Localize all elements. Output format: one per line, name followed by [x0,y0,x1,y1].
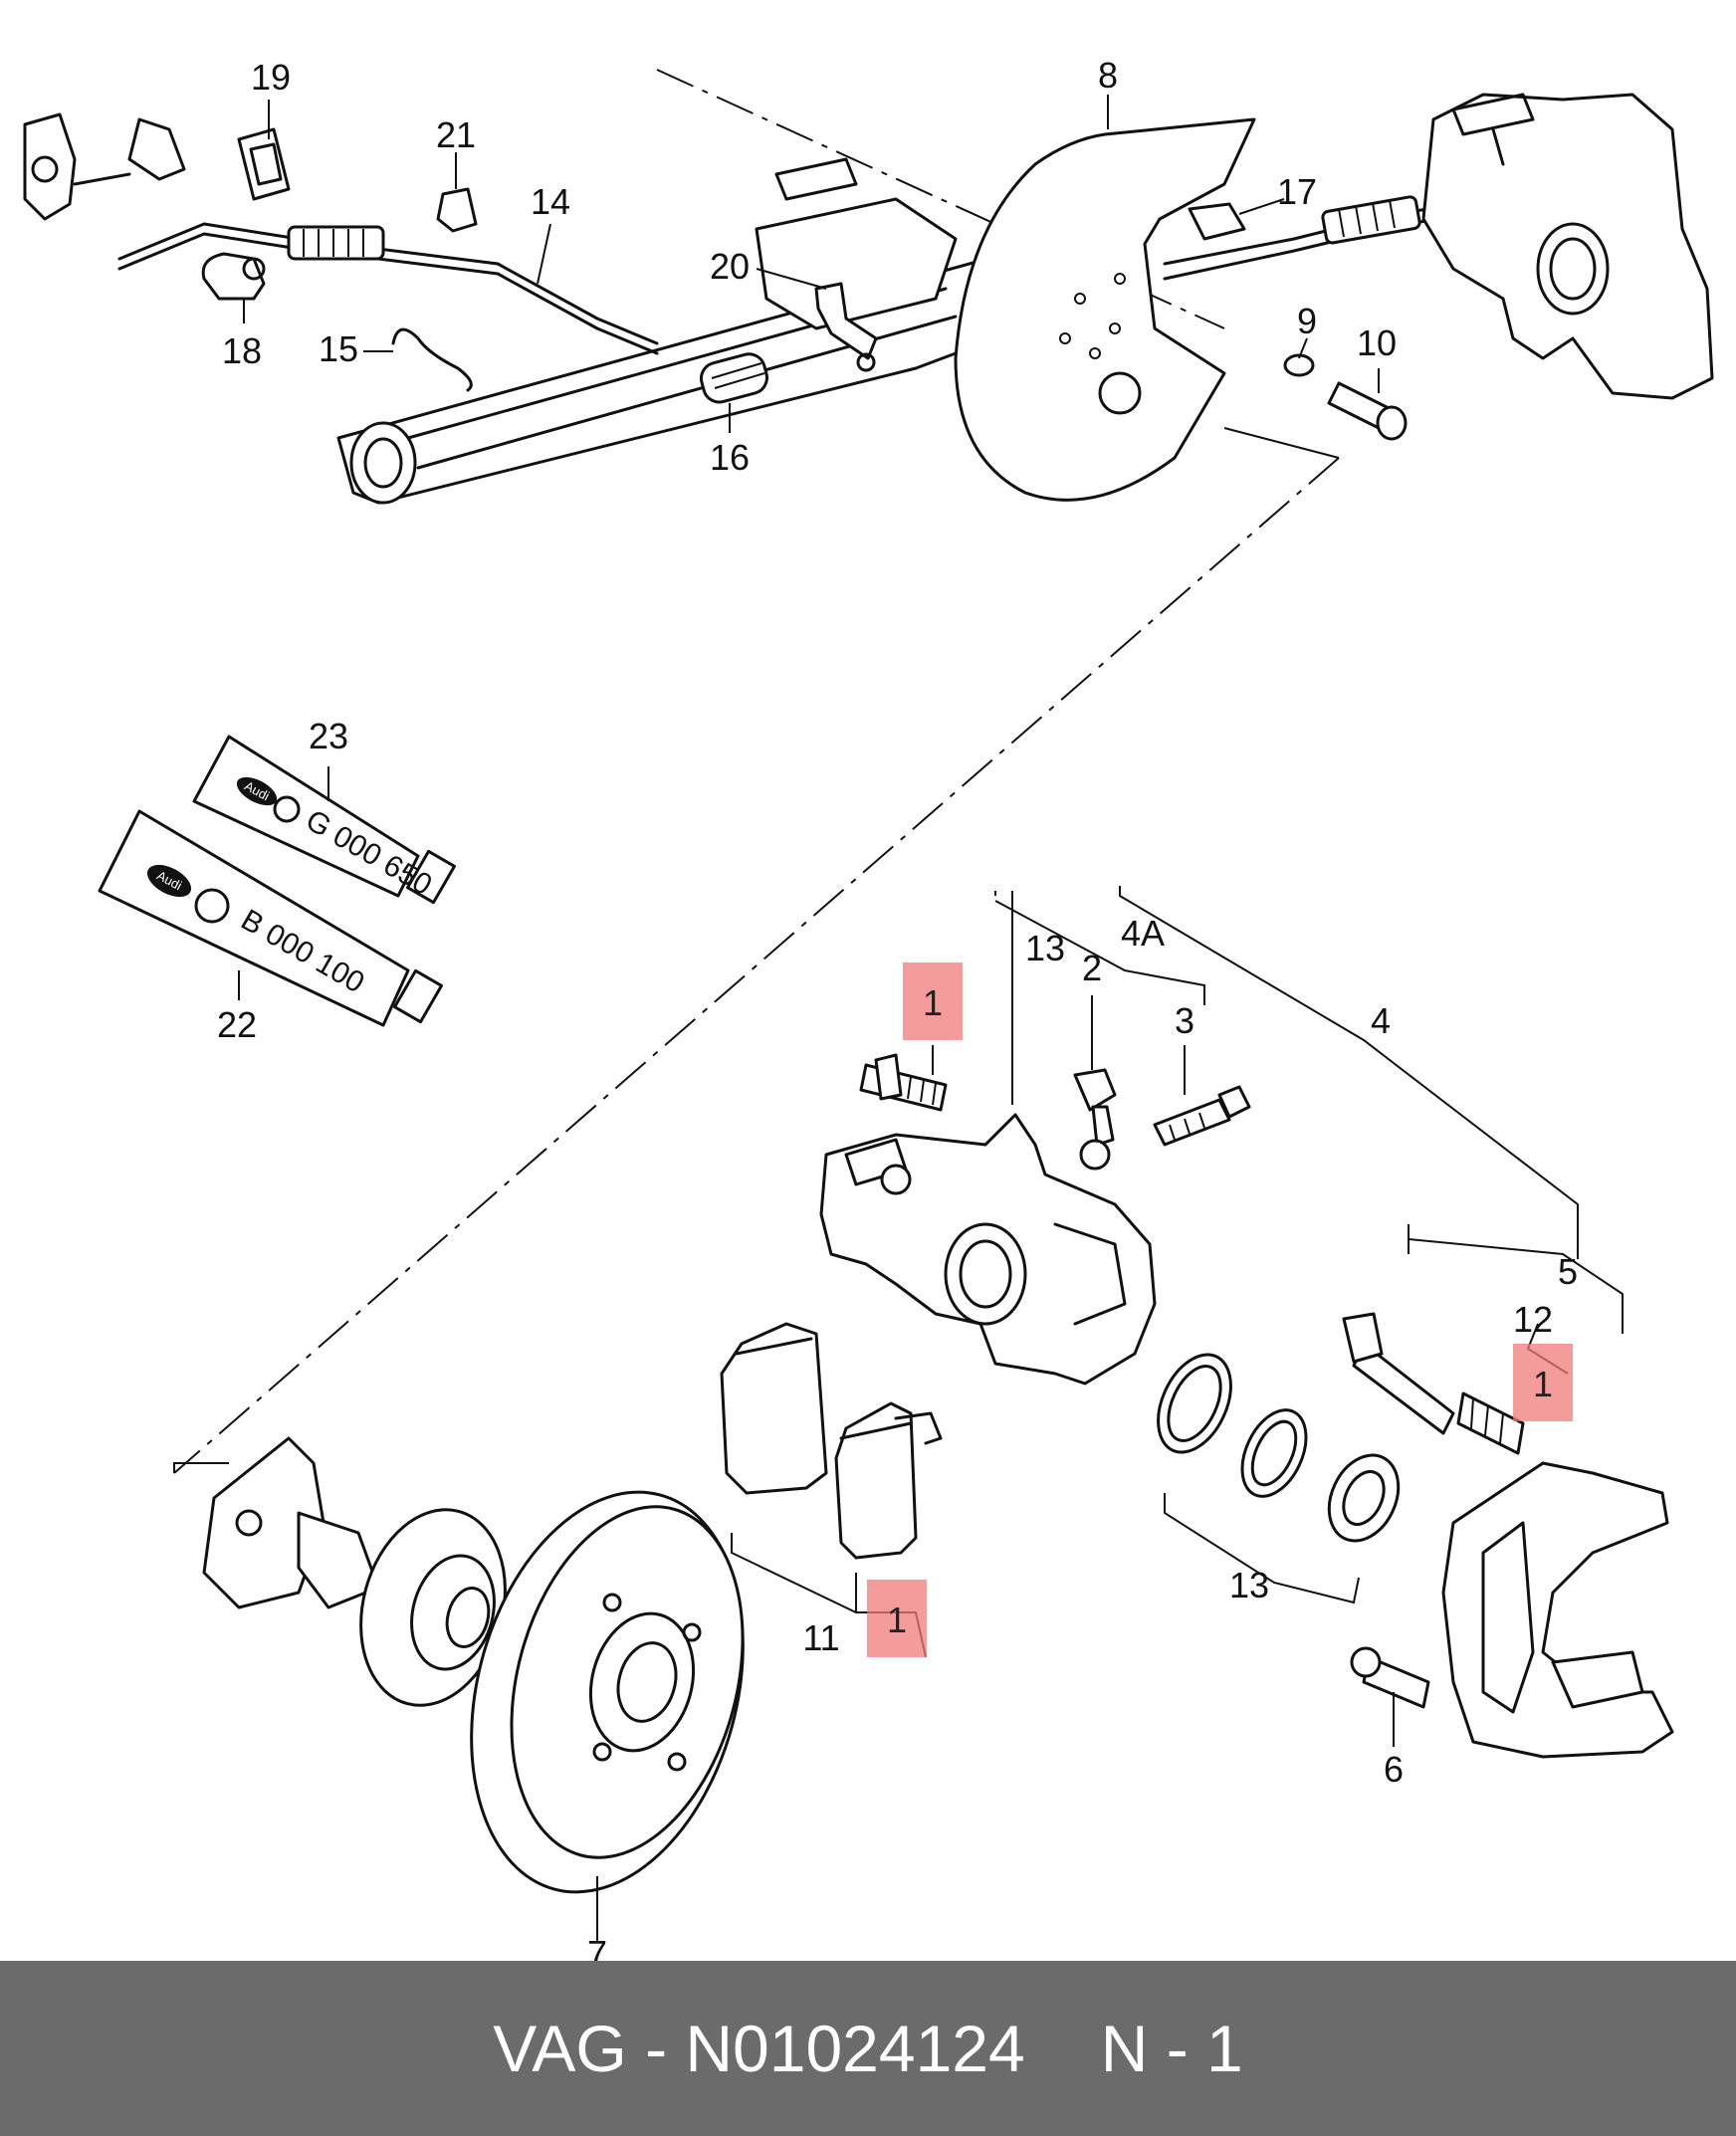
leader-lines [238,95,1624,1941]
upper-caliper [1421,93,1714,400]
part-7-brake-disc [470,1490,745,1894]
highlight-box-1-upper [903,962,963,1040]
part-reference-bar: VAG - N01024124 N - 1 [0,1961,1736,2136]
callout-19: 19 [251,57,291,98]
rear-axle-beam [336,157,1027,505]
part-9-washer [1283,353,1315,377]
callout-1-upper: 1 [923,982,943,1023]
part-15-spring [391,327,473,392]
callout-8: 8 [1098,55,1118,96]
lower-caliper-housing [819,1113,1157,1386]
diagram-position-label: N - 1 [1100,2012,1243,2085]
callout-13-upper: 13 [1025,928,1065,968]
part-20-clip [814,282,878,372]
callout-20: 20 [710,246,750,287]
part-19-clip [237,127,291,201]
part-17-clip [1188,202,1246,241]
callout-21: 21 [436,114,476,155]
callout-16: 16 [710,437,750,478]
part-2-bleeder [1073,1068,1117,1171]
part-8-backing-plate [954,117,1256,502]
callout-1-right: 1 [1533,1364,1553,1404]
callout-10: 10 [1357,322,1397,363]
callout-18: 18 [222,330,262,371]
callout-13-lower: 13 [1229,1565,1269,1605]
callout-4A: 4A [1121,913,1165,954]
callout-11: 11 [802,1617,839,1658]
part-10-bolt [1327,381,1408,441]
part-12-guide-bolt [1342,1312,1525,1455]
handbrake-cable-left [117,222,659,355]
part-1-bolt-upper [859,1053,948,1112]
part-3-screw [1153,1085,1251,1147]
callout-6: 6 [1384,1749,1404,1790]
part-number-label: VAG - N01024124 [493,2012,1025,2085]
part-11-brake-pads [720,1322,943,1560]
callout-17: 17 [1277,171,1317,212]
callout-4: 4 [1371,1000,1391,1041]
callout-15: 15 [319,328,358,369]
callout-23: 23 [309,716,348,756]
callout-14: 14 [531,181,570,222]
left-bracket [23,112,186,221]
exploded-parts-diagram: Audi G 000 650 Audi B 000 100 [23,55,1714,1961]
callout-1-lower: 1 [887,1600,907,1640]
callout-12: 12 [1513,1299,1553,1340]
callout-2: 2 [1082,948,1102,988]
part-16-mount [700,352,768,404]
callout-5: 5 [1558,1251,1578,1292]
wheel-hub [202,1436,507,1707]
part-13-seals [1157,1353,1401,1543]
callout-7: 7 [587,1933,607,1961]
part-21-clip [436,187,478,233]
callout-3: 3 [1175,1000,1194,1041]
part-5-caliper-carrier [1441,1461,1674,1759]
callout-9: 9 [1297,301,1317,341]
centre-lines [173,69,1340,1474]
part-6-bolt [1350,1646,1430,1709]
highlight-box-1-right [1513,1344,1573,1421]
part-18-grommet [201,252,266,301]
highlight-box-1-lower [867,1580,927,1657]
callout-22: 22 [217,1004,257,1045]
